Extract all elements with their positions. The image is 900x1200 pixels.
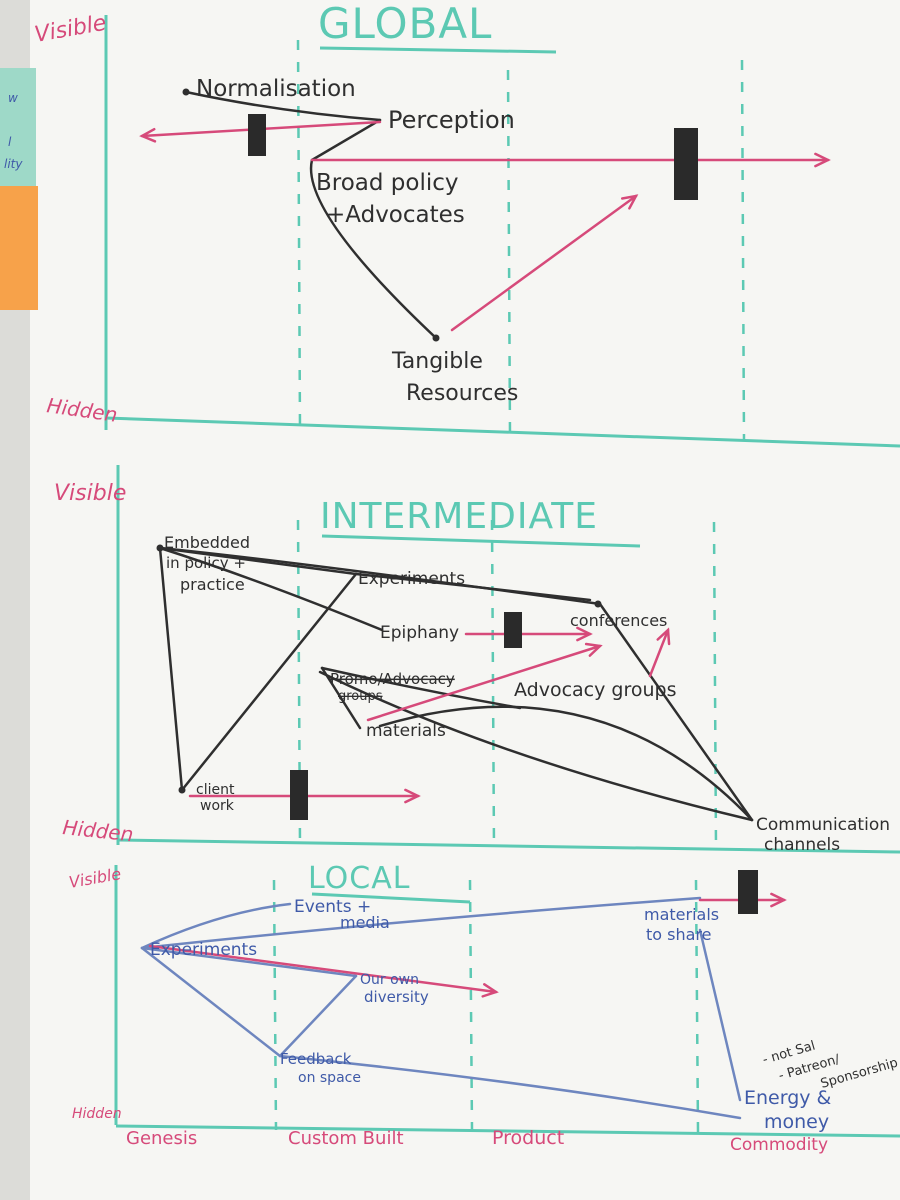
component-embedded-line3: practice xyxy=(180,575,245,594)
component-perception: Perception xyxy=(388,106,515,134)
component-tangible-line2: Resources xyxy=(406,381,518,406)
component-feedback: Feedback xyxy=(280,1050,352,1068)
sticky-note-scribble: lity xyxy=(4,157,23,171)
component-embedded-line2: in policy + xyxy=(166,554,246,572)
map-title: LOCAL xyxy=(308,861,410,896)
component-tangible: Tangible xyxy=(391,349,483,374)
inertia-block xyxy=(290,770,308,820)
component-materials-to-share-line2: to share xyxy=(646,925,712,944)
sticky-note-orange xyxy=(0,186,38,310)
component-dot xyxy=(433,335,440,342)
stage-commodity: Commodity xyxy=(730,1135,828,1155)
component-advocacy-groups: Advocacy groups xyxy=(514,679,677,701)
inertia-block xyxy=(738,870,758,914)
component-broad-policy: Broad policy xyxy=(316,170,459,196)
component-dot xyxy=(183,89,190,96)
component-conferences: conferences xyxy=(570,611,667,630)
stage-product: Product xyxy=(492,1127,564,1149)
component-promo-struck-line2: groups xyxy=(338,689,383,704)
component-broad-policy-line2: +Advocates xyxy=(326,202,465,228)
component-normalisation: Normalisation xyxy=(196,76,356,102)
y-axis-visible-label: Visible xyxy=(54,481,126,506)
map-title: GLOBAL xyxy=(318,0,492,48)
component-our-own-diversity-line2: diversity xyxy=(364,988,429,1006)
inertia-block xyxy=(248,114,266,156)
component-communication-channels-line2: channels xyxy=(764,835,840,855)
component-communication-channels: Communication xyxy=(756,815,890,835)
component-feedback-line2: on space xyxy=(298,1070,361,1086)
component-materials: materials xyxy=(366,721,446,741)
component-client-work-line2: work xyxy=(200,798,235,814)
component-events-media-line2: media xyxy=(340,913,390,932)
component-epiphany: Epiphany xyxy=(380,623,459,643)
component-materials-to-share: materials xyxy=(644,905,719,924)
component-promo-struck: Promo/Advocacy xyxy=(330,670,455,688)
component-embedded: Embedded xyxy=(164,533,250,552)
inertia-block xyxy=(674,128,698,200)
component-experiments: Experiments xyxy=(358,569,465,589)
flipchart-paper xyxy=(30,0,900,1200)
stage-custom-built: Custom Built xyxy=(288,1128,404,1149)
map-title: INTERMEDIATE xyxy=(320,496,598,537)
sticky-note-scribble: w xyxy=(8,91,18,105)
component-our-own-diversity: Our own xyxy=(360,972,419,988)
component-client-work: client xyxy=(196,782,235,798)
component-energy-money: Energy & xyxy=(744,1087,832,1109)
component-energy-money-line2: money xyxy=(764,1111,829,1133)
component-dot xyxy=(157,545,164,552)
inertia-block xyxy=(504,612,522,648)
component-experiments-local: Experiments xyxy=(150,940,257,960)
component-dot xyxy=(595,601,602,608)
y-axis-hidden-label: Hidden xyxy=(72,1106,122,1122)
stage-genesis: Genesis xyxy=(126,1128,197,1149)
component-dot xyxy=(179,787,186,794)
